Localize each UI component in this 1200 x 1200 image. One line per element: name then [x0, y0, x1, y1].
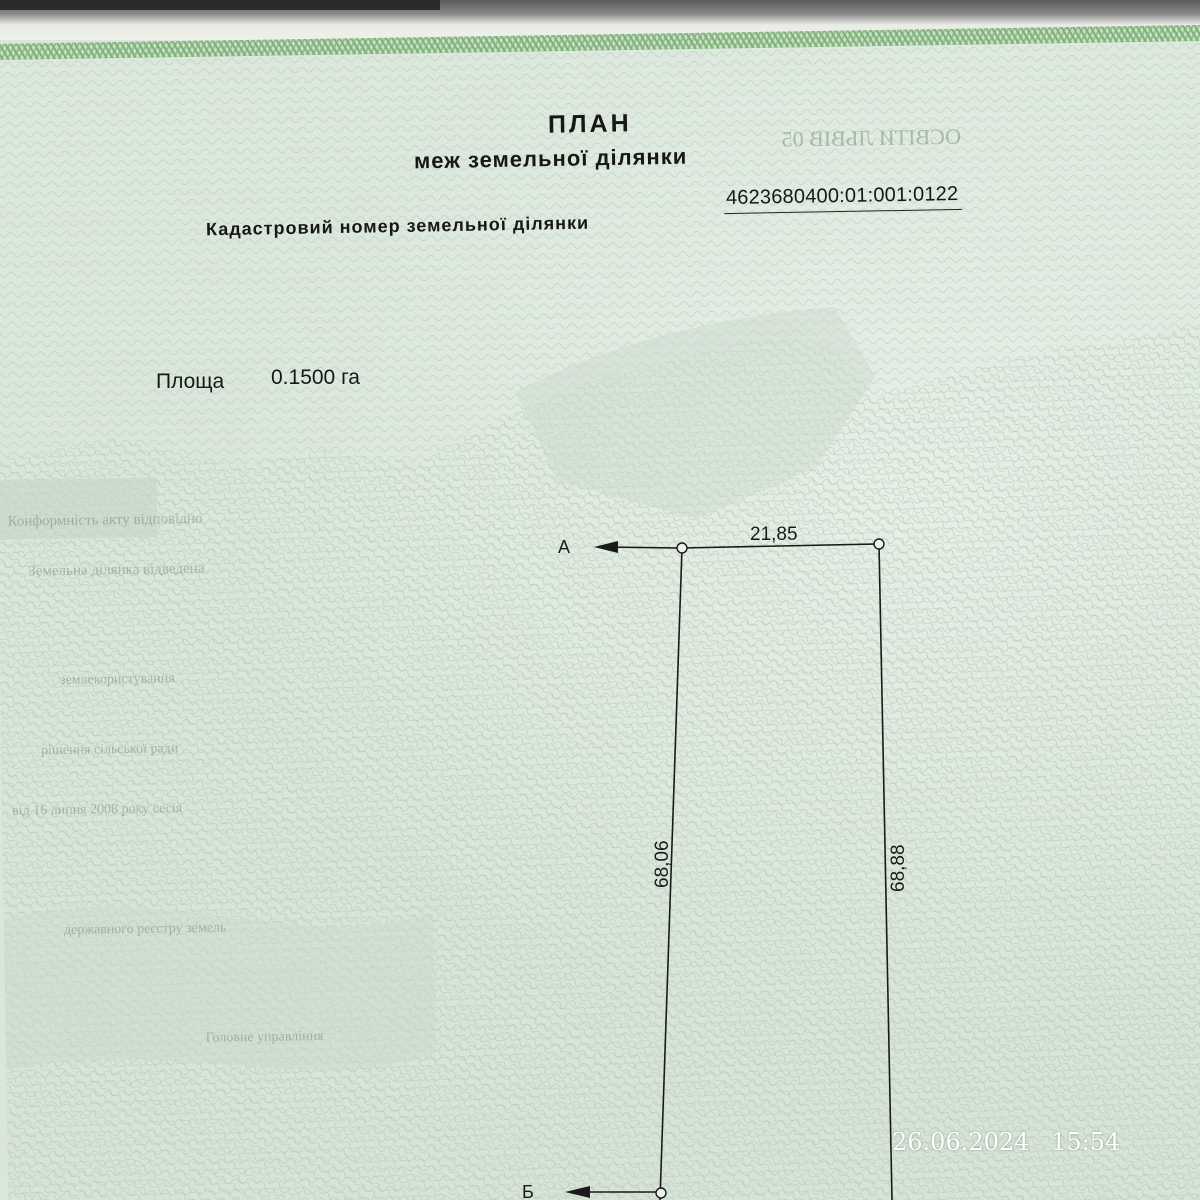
parcel-boundary-line	[659, 543, 893, 1200]
timestamp-time: 15:54	[1051, 1128, 1121, 1156]
arrow-b-head	[565, 1186, 590, 1198]
timestamp-date: 26.06.2024	[892, 1128, 1030, 1156]
left-side-length: 68,06	[652, 840, 673, 888]
boundary-marker	[676, 542, 688, 554]
photo-timestamp: 26.06.2024 15:54	[892, 1128, 1120, 1156]
boundary-marker	[873, 538, 885, 550]
top-side-length: 21,85	[750, 524, 798, 545]
area-label: Площа	[156, 370, 225, 393]
land-plan-sheet: Конформність акту відповідно Земельна ді…	[0, 24, 1200, 1200]
boundary-marker	[655, 1187, 667, 1199]
area-value: 0.1500 га	[271, 366, 360, 389]
point-a-label: А	[558, 537, 570, 557]
arrow-a-head	[594, 541, 618, 553]
guilloche-pattern	[0, 40, 1200, 1200]
background-object	[0, 0, 440, 10]
point-b-label: Б	[522, 1182, 534, 1200]
right-side-length: 68,88	[888, 844, 909, 892]
